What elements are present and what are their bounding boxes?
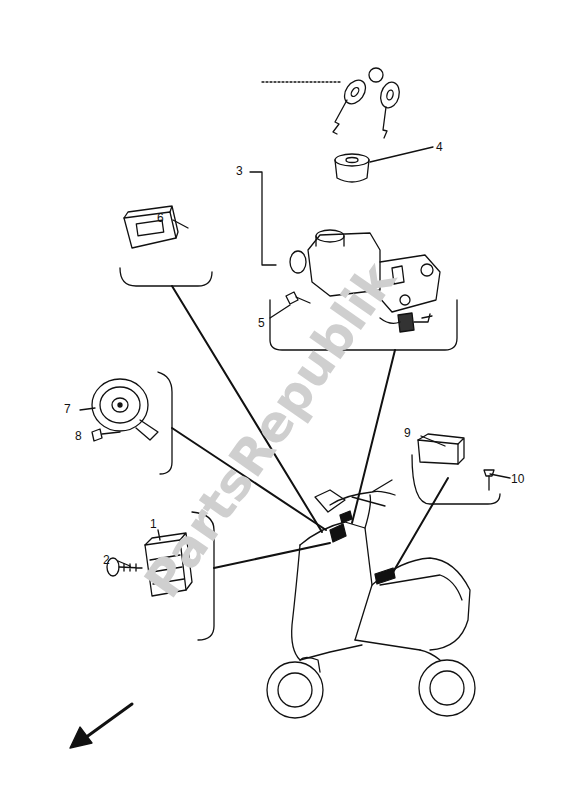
callout-number: 7 <box>64 403 71 415</box>
callout-number: 4 <box>436 141 443 153</box>
callout-number: 3 <box>236 165 243 177</box>
callout-number: 6 <box>157 212 164 224</box>
callout-number: 1 <box>150 518 157 530</box>
callout-number: 9 <box>404 427 411 439</box>
callout-number: 5 <box>258 317 265 329</box>
callout-number: 8 <box>75 430 82 442</box>
callout-number: 10 <box>511 473 524 485</box>
callout-number: 2 <box>103 554 110 566</box>
